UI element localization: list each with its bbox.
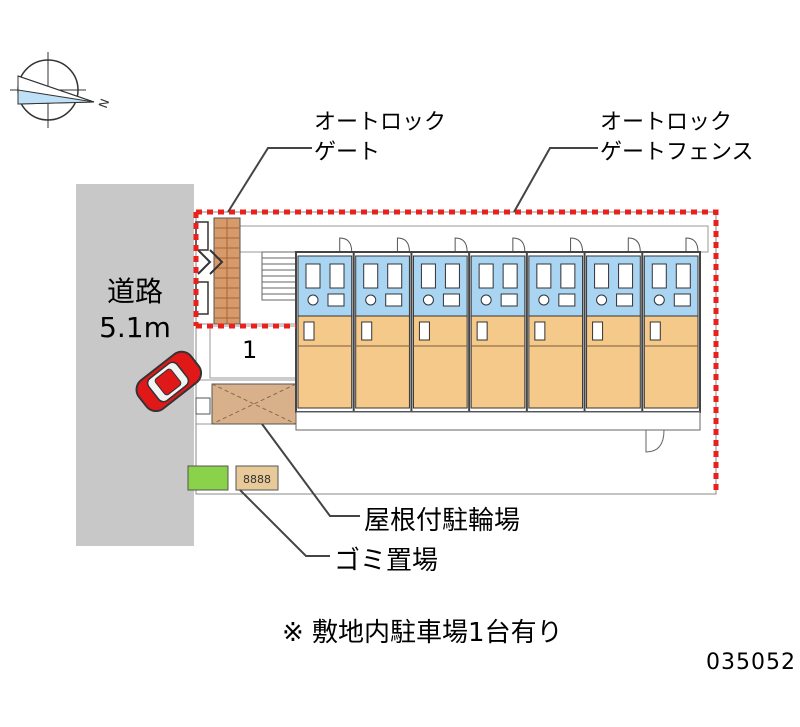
callout-autolock-gate: オートロック ゲート [314, 108, 446, 168]
compass-icon [10, 52, 95, 128]
bicycle-parking [195, 383, 297, 425]
leader-lines [227, 147, 598, 557]
road-width: 5.1m [99, 311, 171, 344]
parking-note: ※ 敷地内駐車場1台有り [282, 618, 563, 648]
apartment-unit [410, 237, 468, 412]
road-name: 道路 [106, 275, 163, 308]
autolock-fence [193, 209, 719, 494]
autolock-gate [195, 217, 241, 325]
apartment-unit [583, 237, 641, 412]
apartment-unit [295, 237, 353, 412]
callout-autolock-gate-line1: オートロック [314, 110, 447, 135]
garbage-area: 8888 [187, 465, 279, 491]
callout-autolock-gate-line2: ゲート [314, 140, 381, 165]
callout-bicycle-parking: 屋根付駐輪場 [364, 506, 521, 536]
apartment-unit [525, 237, 584, 412]
parking-space-number: 1 [242, 336, 258, 364]
svg-text:8888: 8888 [243, 473, 271, 486]
building [295, 237, 699, 412]
callout-autolock-fence: オートロック ゲートフェンス [600, 108, 754, 168]
callout-garbage: ゴミ置場 [334, 546, 439, 576]
car-icon [135, 350, 203, 413]
apartment-unit [468, 237, 526, 412]
stairs [261, 251, 297, 301]
apartment-unit [641, 237, 699, 412]
property-code: 035052 [706, 650, 796, 675]
compass-north-label: N [96, 97, 112, 110]
apartment-unit [352, 237, 410, 412]
road-label: 道路 5.1m [80, 274, 190, 346]
callout-autolock-fence-line1: オートロック [600, 110, 733, 135]
callout-autolock-fence-line2: ゲートフェンス [600, 140, 754, 165]
